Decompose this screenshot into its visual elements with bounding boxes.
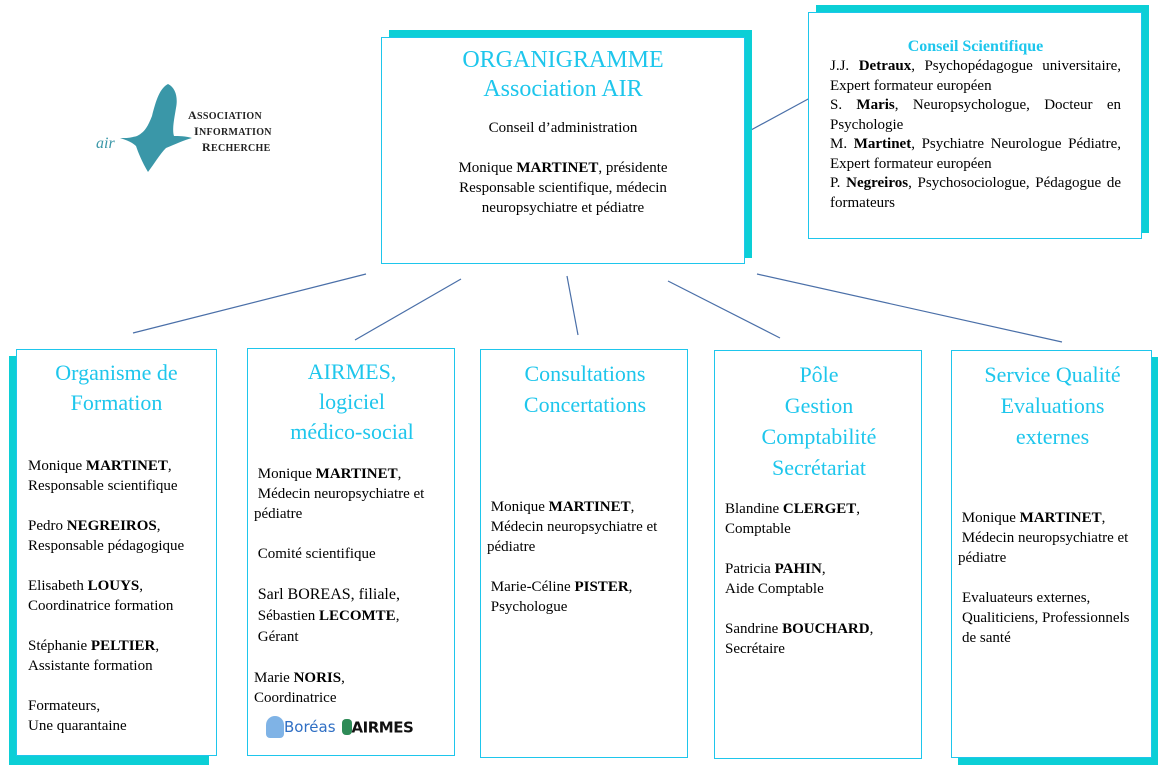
logo-text: ASSOCIATION INFORMATION RECHERCHE — [188, 108, 272, 154]
dove-icon: air — [96, 84, 192, 172]
council-box: Conseil Scientifique J.J. Detraux, Psych… — [808, 12, 1142, 239]
council-member: S. Maris, Neuropsychologue, Docteur en P… — [830, 97, 1122, 133]
connector-formation — [132, 273, 367, 334]
board-label: Conseil d’administration — [488, 120, 638, 136]
dept-title: Comptabilité — [761, 424, 877, 449]
staff-entry: Comité scientifique — [257, 546, 376, 562]
dept-airmes: AIRMES, logiciel médico-social Monique M… — [247, 348, 455, 756]
connector-qualite — [756, 273, 1063, 343]
dept-title: Consultations — [524, 361, 646, 386]
main-subtitle-org: Association AIR — [483, 76, 643, 102]
staff-entry: Monique MARTINET,Responsable scientifiqu… — [28, 458, 178, 494]
dept-gestion: Pôle Gestion Comptabilité Secrétariat Bl… — [714, 350, 922, 759]
dept-title: logiciel — [319, 389, 385, 414]
dept-title: Pôle — [799, 362, 839, 387]
president-desc-2: neuropsychiatre et pédiatre — [481, 200, 645, 216]
dept-title: Service Qualité — [984, 362, 1121, 387]
council-member: P. Negreiros, Psychosociologue, Pédagogu… — [830, 175, 1121, 211]
association-logo: air ASSOCIATION INFORMATION RECHERCHE — [90, 80, 290, 180]
dept-title: AIRMES, — [307, 359, 397, 384]
dept-title: Organisme de — [55, 360, 178, 385]
council-title: Conseil Scientifique — [907, 38, 1044, 55]
staff-entry: Sarl BOREAS, filiale, Sébastien LECOMTE,… — [257, 586, 400, 645]
staff-entry: Stéphanie PELTIER,Assistante formation — [28, 638, 160, 674]
staff-entry: Blandine CLERGET,Comptable — [725, 501, 861, 537]
council-member: M. Martinet, Psychiatre Neurologue Pédia… — [830, 136, 1122, 172]
staff-entry: Elisabeth LOUYS,Coordinatrice formation — [28, 578, 174, 614]
dept-qualite: Service Qualité Evaluations externes Mon… — [951, 350, 1152, 758]
staff-entry: Evaluateurs externes,Qualiticiens, Profe… — [962, 590, 1130, 646]
staff-entry: Monique MARTINET, Médecin neuropsychiatr… — [958, 510, 1129, 566]
connector-council — [750, 97, 811, 131]
staff-entry: Formateurs,Une quarantaine — [28, 698, 127, 734]
dept-title: Secrétariat — [771, 455, 867, 480]
main-box: ORGANIGRAMME Association AIR Conseil d’a… — [381, 37, 745, 264]
boreas-logo: Boréas — [266, 716, 336, 738]
dept-title: Evaluations — [1000, 393, 1105, 418]
connector-gestion — [667, 280, 781, 339]
staff-entry: Pedro NEGREIROS,Responsable pédagogique — [28, 518, 185, 554]
logo-mark: air — [96, 135, 115, 152]
dept-title: externes — [1015, 424, 1090, 449]
dept-consultations: Consultations Concertations Monique MART… — [480, 349, 688, 758]
staff-entry: Patricia PAHIN,Aide Comptable — [725, 561, 826, 597]
main-title: ORGANIGRAMME — [462, 47, 664, 73]
staff-entry: Marie NORIS,Coordinatrice — [254, 670, 345, 706]
partner-logos: Boréas AIRMES — [254, 716, 450, 738]
staff-entry: Monique MARTINET, Médecin neuropsychiatr… — [254, 466, 425, 522]
dept-formation: Organisme de Formation Monique MARTINET,… — [16, 349, 217, 756]
dept-title: Formation — [70, 390, 163, 415]
connector-consultations — [566, 275, 579, 336]
airmes-logo: AIRMES — [341, 718, 414, 736]
connector-airmes — [354, 278, 462, 341]
staff-entry: Sandrine BOUCHARD,Secrétaire — [725, 621, 874, 657]
president: Monique MARTINET, présidente — [458, 160, 668, 176]
staff-entry: Monique MARTINET, Médecin neuropsychiatr… — [487, 499, 658, 555]
president-desc-1: Responsable scientifique, médecin — [459, 180, 667, 196]
staff-entry: Marie-Céline PISTER, Psychologue — [490, 579, 633, 615]
council-member: J.J. Detraux, Psychopédagogue universita… — [830, 58, 1122, 94]
dept-title: Concertations — [523, 392, 647, 417]
dept-title: Gestion — [784, 393, 854, 418]
dept-title: médico-social — [290, 419, 414, 444]
